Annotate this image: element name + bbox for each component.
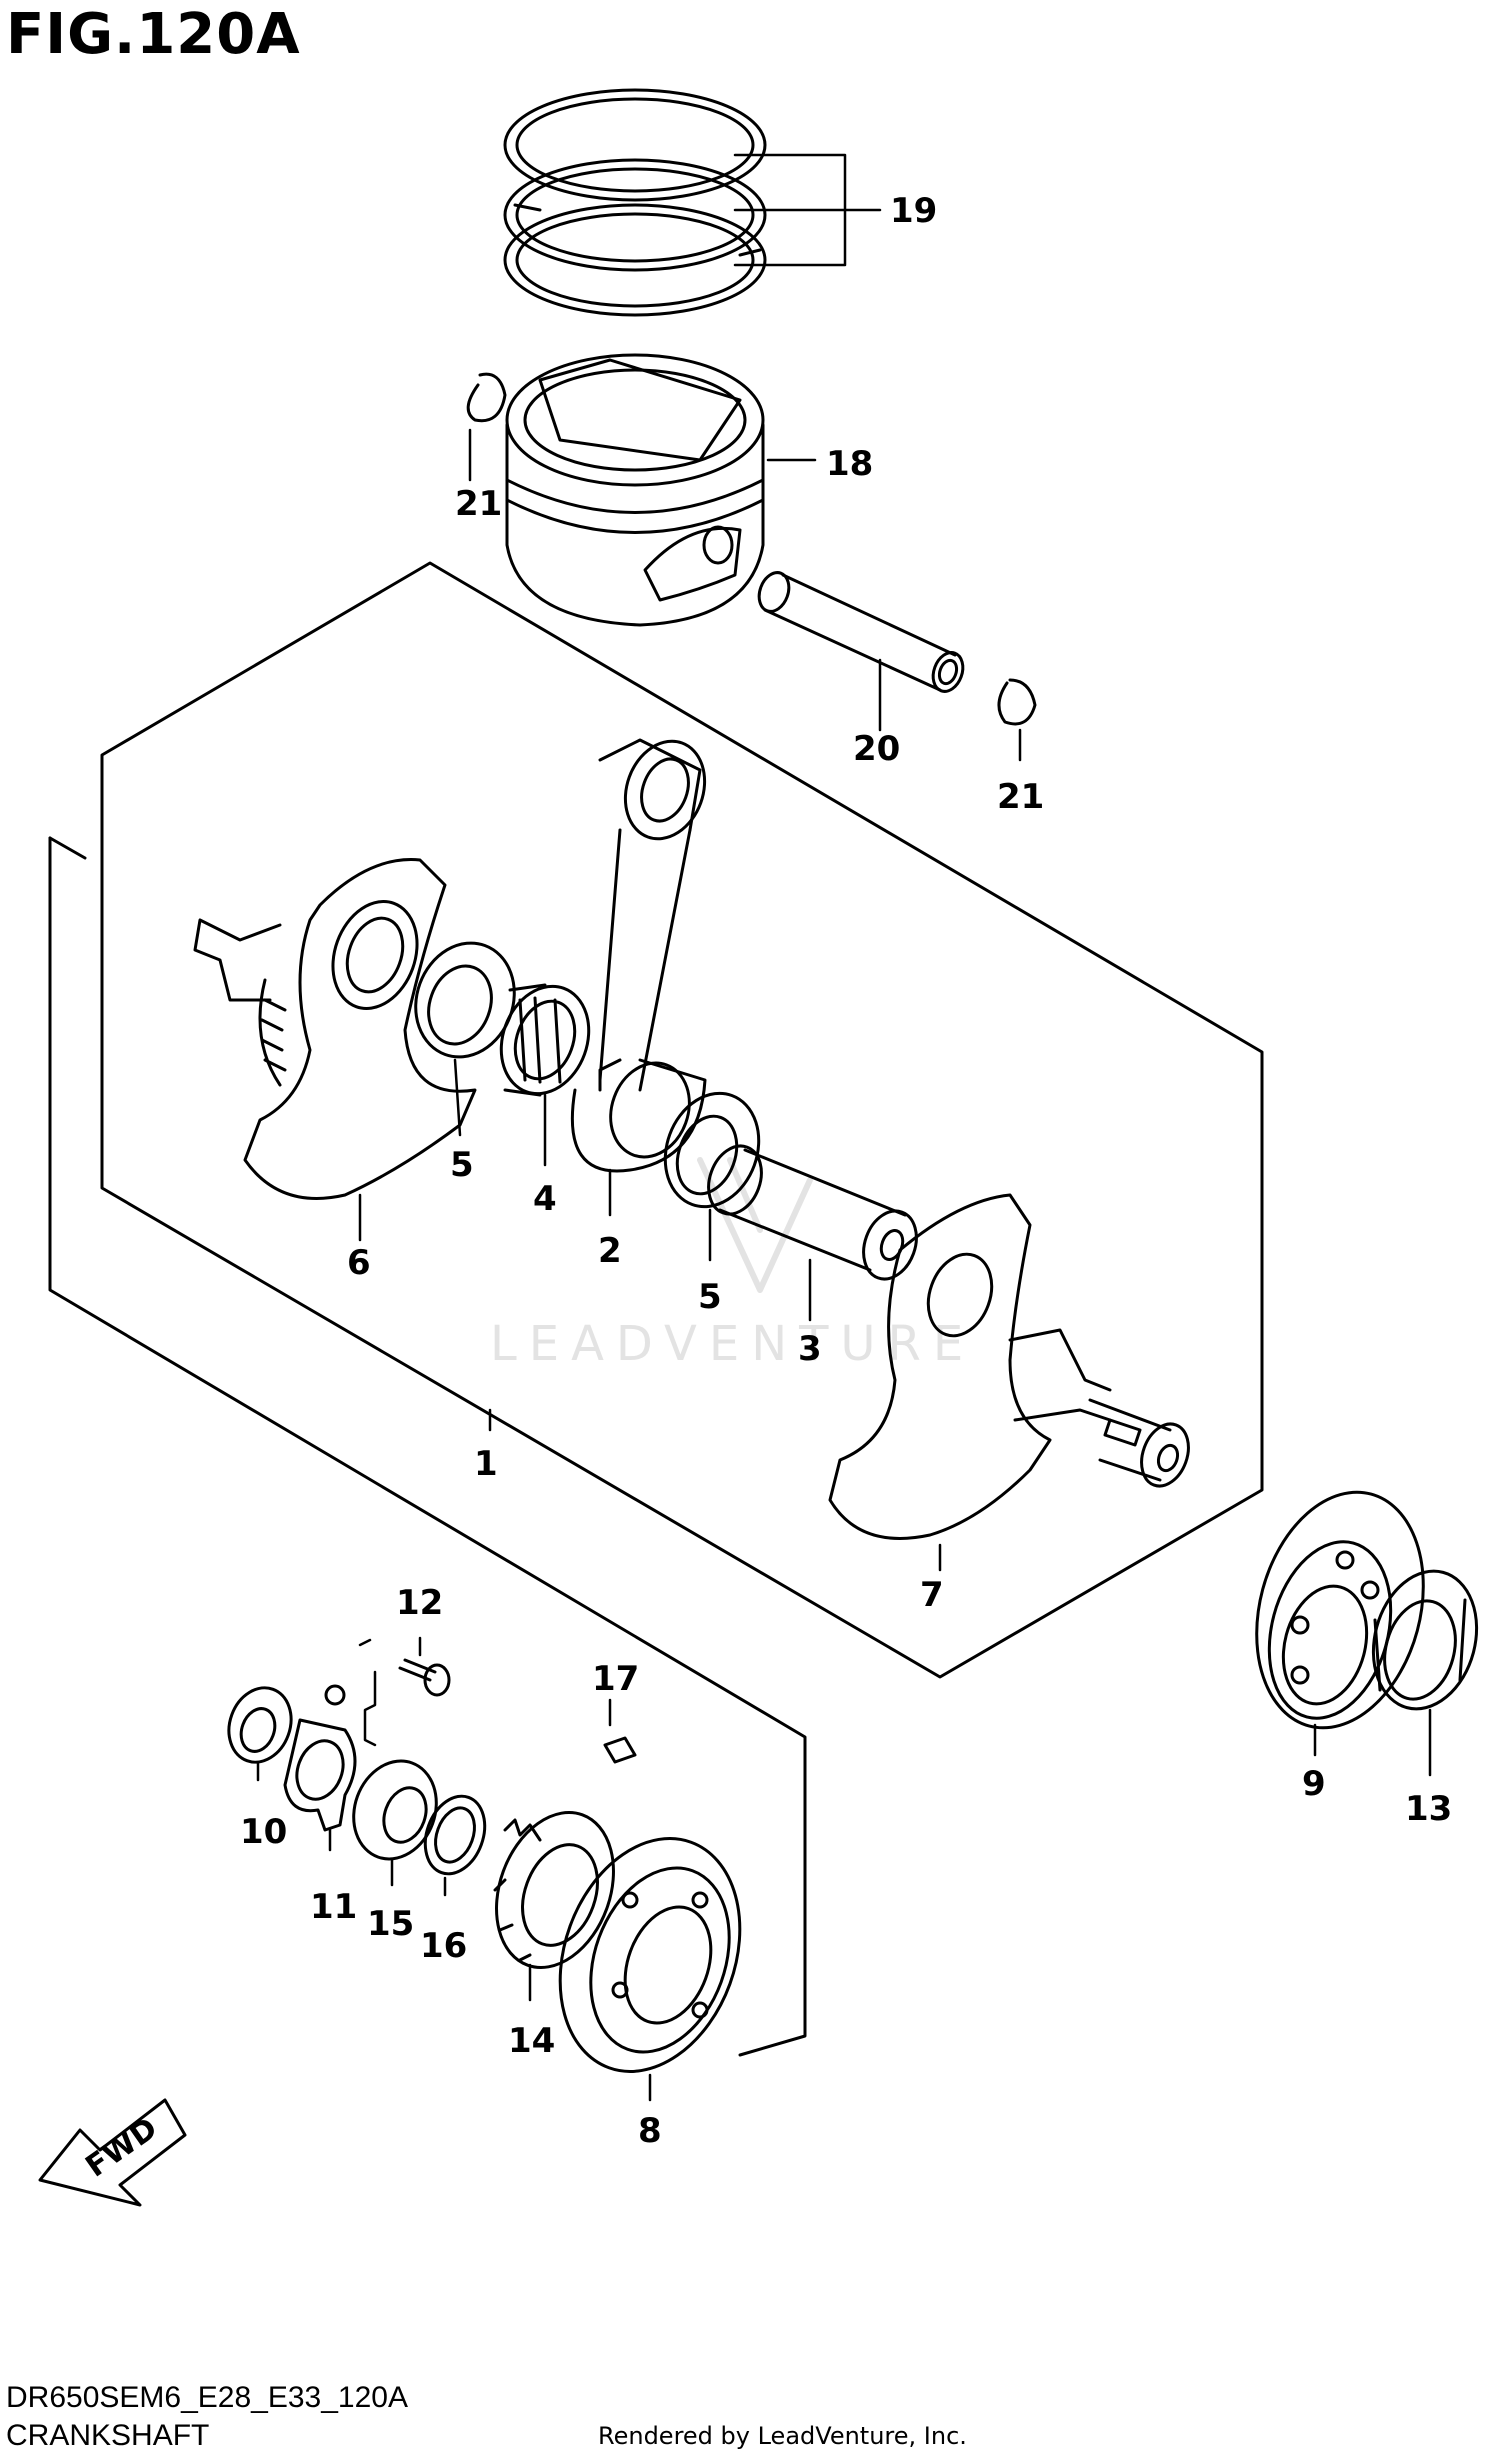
callout-3: 3 [798,1329,822,1369]
fwd-direction-icon: FWD [38,2098,187,2207]
callout-12: 12 [396,1583,443,1623]
callout-13: 13 [1405,1789,1452,1829]
callout-19: 19 [890,191,937,231]
piston-rings-part [503,88,767,317]
group-1-bracket [48,836,807,2057]
callout-21a: 21 [455,484,502,524]
crank-pin-part [707,1144,918,1281]
piston-part [505,353,765,627]
callout-5b: 5 [698,1277,722,1317]
callout-21b: 21 [997,777,1044,817]
callout-8: 8 [638,2111,662,2151]
crankshaft-assembly-frame [100,561,1264,1679]
rendered-by-credit: Rendered by LeadVenture, Inc. [598,2422,967,2450]
callout-10: 10 [240,1812,287,1852]
crankshaft-right-part [828,1193,1190,1540]
model-code: DR650SEM6_E28_E33_120A [6,2381,408,2414]
connecting-rod-part [570,738,707,1173]
callout-6: 6 [347,1243,371,1283]
callout-14: 14 [508,2021,555,2061]
crankshaft-left-part [193,858,477,1200]
piston-pin-part [757,571,965,693]
bolt-part [398,1658,451,1697]
callout-9: 9 [1302,1764,1326,1804]
figure-title: FIG.120A [6,2,301,67]
needle-bearing-part [499,983,591,1097]
section-name: CRANKSHAFT [6,2419,210,2452]
thrust-washer-left-part [414,941,516,1059]
spacer-part [352,1759,438,1861]
group-8-bracket [358,1638,377,1747]
piston-pin-circlip-upper-part [466,372,507,423]
plate-part [283,1684,357,1832]
callout-15: 15 [367,1904,414,1944]
callout-11: 11 [310,1887,357,1927]
leader-lines [256,153,1432,2102]
callout-4: 4 [533,1179,557,1219]
piston-pin-circlip-lower-part [997,678,1037,726]
callout-18: 18 [826,444,873,484]
callout-20: 20 [853,729,900,769]
callout-5a: 5 [450,1145,474,1185]
thrust-washer-right-part [663,1091,761,1209]
washer-part [423,1794,487,1876]
watermark: LEADVENTURE [490,1316,975,1372]
bearing-right-part [1255,1490,1425,1730]
crankshaft-gear-part [493,1811,615,1969]
callout-17: 17 [592,1659,639,1699]
key-part [603,1736,637,1764]
callout-2: 2 [598,1231,622,1271]
callout-7: 7 [920,1575,944,1615]
bearing-left-part [558,1837,742,2073]
callout-16: 16 [420,1926,467,1966]
fwd-label: FWD [80,2111,164,2185]
seal-part [227,1686,293,1764]
callout-labels: 1 2 3 4 5 5 6 7 8 9 10 11 12 13 14 15 16… [240,191,1452,2151]
callout-1: 1 [474,1444,498,1484]
oil-pump-gear-right-part [1371,1569,1479,1711]
